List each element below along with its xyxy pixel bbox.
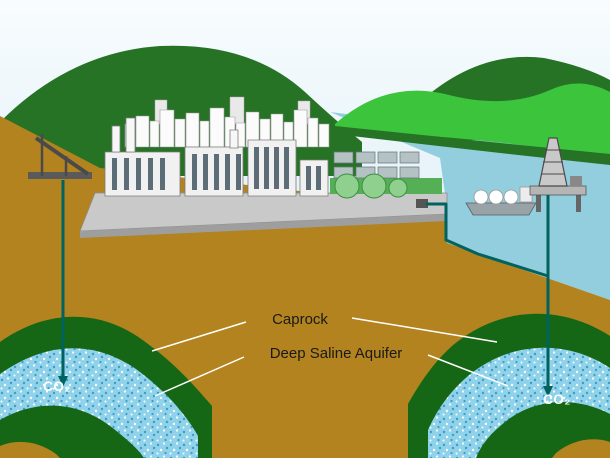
conveyor-boom <box>34 136 90 176</box>
structure-base-pad <box>28 172 92 179</box>
platform-front-face <box>80 214 447 238</box>
deep-saline-aquifer-label: Deep Saline Aquifer <box>270 345 403 362</box>
left-storage-dome <box>0 316 212 458</box>
right-front-hills <box>335 83 610 158</box>
carrier-ship <box>465 186 537 216</box>
aquifer-pointer-right <box>427 354 509 387</box>
ship-gas-sphere <box>488 189 504 205</box>
offshore-rig <box>529 137 587 212</box>
coastline-strip <box>335 126 610 165</box>
rig-legs <box>536 194 581 212</box>
rig-deck <box>529 185 587 196</box>
ship-gas-sphere <box>503 189 519 205</box>
factory-chimneys <box>111 117 239 153</box>
aquifer-pointer-left <box>154 356 245 397</box>
left-corner-earth <box>0 441 60 458</box>
right-storage-dome <box>408 313 610 458</box>
caprock-pointer-left <box>151 321 247 352</box>
co2-label-right: CO₂ <box>543 392 571 407</box>
onshore-well-arrowhead <box>58 376 68 387</box>
ship-gas-sphere <box>473 189 489 205</box>
annotations: Caprock Deep Saline Aquifer CO₂ CO₂ <box>43 311 571 407</box>
ship-hull <box>465 202 537 216</box>
loading-structure <box>28 134 92 179</box>
gas-sphere-tank <box>361 173 387 199</box>
processing-plant <box>104 117 442 199</box>
subsea-pipeline <box>426 202 549 278</box>
gas-sphere-tank <box>334 173 360 199</box>
gas-sphere-tank <box>388 178 408 198</box>
right-corner-earth <box>552 439 610 458</box>
factory-windows <box>112 147 321 190</box>
caprock-label: Caprock <box>272 311 328 328</box>
co2-pipelines <box>58 180 553 397</box>
offshore-well-arrowhead <box>543 386 553 397</box>
co2-label-left: CO₂ <box>43 379 71 394</box>
derrick-crossbeams <box>541 149 565 175</box>
caprock-pointer-right <box>351 317 498 343</box>
compressor-unit <box>416 199 428 208</box>
rig-cabin <box>570 176 582 186</box>
